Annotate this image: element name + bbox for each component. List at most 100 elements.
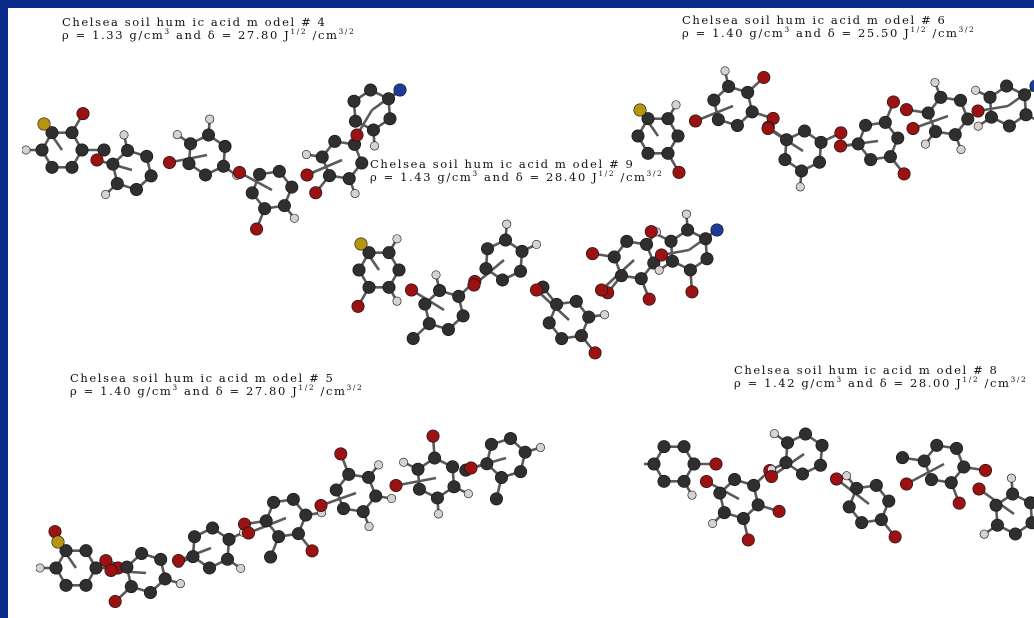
carbon-atom xyxy=(446,460,460,474)
model-8-title: Chelsea soil hum ic acid m odel # 8 xyxy=(734,363,999,377)
carbon-atom xyxy=(259,514,273,528)
model-9-density: 1.43 xyxy=(400,170,433,184)
oxygen-atom xyxy=(305,544,319,558)
carbon-atom xyxy=(499,233,513,247)
model-8-density: 1.42 xyxy=(764,376,797,390)
carbon-atom xyxy=(140,149,154,163)
carbon-atom xyxy=(850,481,864,495)
oxygen-atom xyxy=(334,447,348,461)
carbon-atom xyxy=(79,578,93,592)
carbon-atom xyxy=(352,263,366,277)
sulfur-atom xyxy=(37,117,51,131)
carbon-atom xyxy=(640,237,654,251)
hydrogen-atom xyxy=(431,270,441,280)
oxygen-atom xyxy=(530,283,544,297)
model-4-panel xyxy=(22,40,432,270)
carbon-atom xyxy=(1000,79,1014,93)
carbon-atom xyxy=(59,578,73,592)
carbon-atom xyxy=(495,273,509,287)
carbon-atom xyxy=(222,532,236,546)
carbon-atom xyxy=(392,263,406,277)
carbon-atom xyxy=(681,223,695,237)
carbon-atom xyxy=(930,438,944,452)
carbon-atom xyxy=(456,309,470,323)
carbon-atom xyxy=(664,234,678,248)
model-9-solubility: 28.40 xyxy=(545,170,587,184)
oxygen-atom xyxy=(351,299,365,313)
hydrogen-atom xyxy=(364,522,374,532)
carbon-atom xyxy=(1008,527,1022,541)
carbon-atom xyxy=(661,112,675,126)
oxygen-atom xyxy=(104,564,118,578)
carbon-atom xyxy=(555,332,569,346)
oxygen-atom xyxy=(644,225,658,239)
carbon-atom xyxy=(687,457,701,471)
carbon-atom xyxy=(433,283,447,297)
oxygen-atom xyxy=(741,533,755,547)
carbon-atom xyxy=(794,164,808,178)
model-5-title: Chelsea soil hum ic acid m odel # 5 xyxy=(70,372,335,385)
hydrogen-atom xyxy=(1006,473,1016,483)
carbon-atom xyxy=(383,112,397,126)
carbon-atom xyxy=(422,317,436,331)
model-9-properties: ρ = 1.43 g/cm3 and δ = 28.40 J1/2 /cm3/2 xyxy=(370,169,664,184)
carbon-atom xyxy=(671,129,685,143)
oxygen-atom xyxy=(952,496,966,510)
carbon-atom xyxy=(944,476,958,490)
oxygen-atom xyxy=(233,166,247,180)
carbon-atom xyxy=(641,112,655,126)
oxygen-atom xyxy=(709,457,723,471)
hydrogen-atom xyxy=(769,429,779,439)
carbon-atom xyxy=(657,474,671,488)
carbon-atom xyxy=(347,94,361,108)
carbon-atom xyxy=(328,134,342,148)
hydrogen-atom xyxy=(36,563,45,573)
hydrogen-atom xyxy=(920,139,930,149)
carbon-atom xyxy=(780,436,794,450)
model-6-title: Chelsea soil hum ic acid m odel # 6 xyxy=(682,13,947,27)
carbon-atom xyxy=(75,143,89,157)
carbon-atom xyxy=(647,457,661,471)
carbon-atom xyxy=(329,483,343,497)
oxygen-atom xyxy=(765,470,779,484)
carbon-atom xyxy=(364,83,378,97)
oxygen-atom xyxy=(350,128,364,142)
hydrogen-atom xyxy=(956,145,966,155)
carbon-atom xyxy=(120,560,134,574)
hydrogen-atom xyxy=(654,265,664,275)
carbon-atom xyxy=(779,133,793,147)
carbon-atom xyxy=(859,118,873,132)
oxygen-atom xyxy=(757,70,771,84)
carbon-atom xyxy=(711,113,725,127)
carbon-atom xyxy=(382,92,396,106)
hydrogen-atom xyxy=(720,66,730,76)
carbon-atom xyxy=(202,561,216,575)
carbon-atom xyxy=(751,498,765,512)
carbon-atom xyxy=(369,489,383,503)
model-9-panel xyxy=(344,200,754,400)
carbon-atom xyxy=(722,79,736,93)
model-9-title: Chelsea soil hum ic acid m odel # 9 xyxy=(370,157,635,171)
oxygen-atom xyxy=(906,122,920,136)
carbon-atom xyxy=(1025,516,1034,530)
carbon-atom xyxy=(745,105,759,119)
carbon-atom xyxy=(815,438,829,452)
carbon-atom xyxy=(934,90,948,104)
carbon-atom xyxy=(647,256,661,270)
hydrogen-atom xyxy=(671,100,681,110)
carbon-atom xyxy=(713,486,727,500)
model-6-molecule xyxy=(631,66,1034,192)
carbon-atom xyxy=(35,143,49,157)
model-5-properties: ρ = 1.40 g/cm3 and δ = 27.80 J1/2 /cm3/2 xyxy=(70,383,364,398)
carbon-atom xyxy=(65,160,79,174)
carbon-atom xyxy=(479,262,493,276)
carbon-atom xyxy=(362,280,376,294)
sulfur-atom xyxy=(633,103,647,117)
hydrogen-atom xyxy=(463,489,473,499)
oxygen-atom xyxy=(979,463,993,477)
carbon-atom xyxy=(928,125,942,139)
carbon-atom xyxy=(143,586,157,600)
carbon-atom xyxy=(542,316,556,330)
carbon-atom xyxy=(480,457,494,471)
carbon-atom xyxy=(217,159,231,173)
